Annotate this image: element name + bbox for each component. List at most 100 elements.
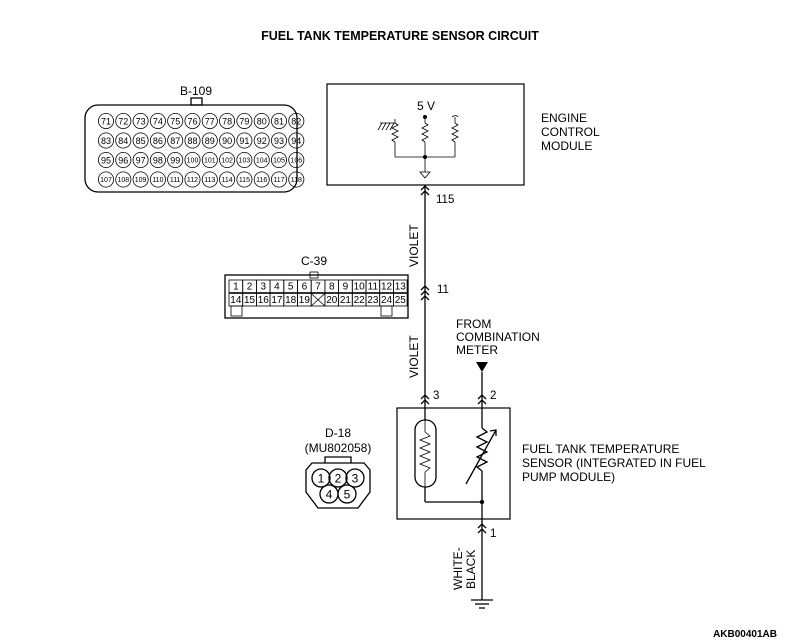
c39-pin-label: 4 xyxy=(274,282,280,293)
b109-pin xyxy=(236,171,253,188)
b109-pin-label: 90 xyxy=(222,136,232,146)
b109-pin xyxy=(236,132,253,149)
b109-pin-label: 79 xyxy=(239,116,249,126)
b109-pin-label: 113 xyxy=(204,177,215,184)
b109-pin-label: 72 xyxy=(118,116,128,126)
b109-pin-label: 74 xyxy=(153,116,163,126)
c39-pin-label: 25 xyxy=(395,295,407,306)
c39-cell xyxy=(392,293,408,307)
b109-pin xyxy=(201,151,218,168)
figure-code: AKB00401AB xyxy=(713,629,777,640)
diagram-title: FUEL TANK TEMPERATURE SENSOR CIRCUIT xyxy=(261,29,539,43)
c39-pin-label: 15 xyxy=(244,295,256,306)
b109-pin xyxy=(201,171,218,188)
ground-icon xyxy=(471,599,493,609)
b109-pin xyxy=(184,132,201,149)
b109-pin xyxy=(270,171,287,188)
c39-pin-label: 2 xyxy=(247,282,253,293)
c39-pin-label: 18 xyxy=(285,295,297,306)
meter-label-line-1: FROM xyxy=(456,317,491,331)
b109-pin-label: 89 xyxy=(205,136,215,146)
b109-pin xyxy=(184,151,201,168)
b109-pin-label: 109 xyxy=(135,177,147,184)
c39-pin-label: 24 xyxy=(381,295,393,306)
c39-pin-label: 17 xyxy=(271,295,283,306)
ecm-label-line-2: CONTROL xyxy=(541,125,600,139)
sensor-label-line-2: SENSOR (INTEGRATED IN FUEL xyxy=(522,456,706,470)
sensor-pin-2: 2 xyxy=(490,390,496,402)
b109-pin xyxy=(288,132,305,149)
b109-pin-label: 73 xyxy=(136,116,146,126)
b109-pin xyxy=(115,171,132,188)
b109-pin xyxy=(270,132,287,149)
b109-pin-label: 82 xyxy=(291,116,301,126)
sensor-pin-3: 3 xyxy=(433,390,439,402)
b109-pin-label: 110 xyxy=(152,177,163,184)
b109-pin-label: 86 xyxy=(153,136,163,146)
b109-pin-label: 91 xyxy=(239,136,249,146)
b109-pin-label: 101 xyxy=(204,157,216,164)
b109-pin xyxy=(149,171,166,188)
b109-pin-label: 112 xyxy=(187,177,198,184)
b109-pin-label: 85 xyxy=(136,136,146,146)
b109-pin xyxy=(288,113,305,130)
b109-pin-label: 83 xyxy=(101,136,111,146)
b109-pin-label: 93 xyxy=(274,136,284,146)
b109-pin-label: 105 xyxy=(273,157,285,164)
c39-pin-label: 12 xyxy=(381,282,393,293)
b109-pin xyxy=(149,132,166,149)
b109-pin-label: 98 xyxy=(153,155,163,165)
b109-pin xyxy=(288,171,305,188)
c39-pin-label: 16 xyxy=(258,295,270,306)
b109-pin-label: 117 xyxy=(273,177,284,184)
c39-pin-label: 5 xyxy=(288,282,294,293)
b109-pin-label: 114 xyxy=(222,177,233,184)
b109-pin-label: 78 xyxy=(222,116,232,126)
b109-pin xyxy=(184,171,201,188)
b109-pin-label: 88 xyxy=(187,136,197,146)
c39-pin-label: 10 xyxy=(354,282,366,293)
c39-pin-label: 6 xyxy=(302,282,308,293)
b109-pin xyxy=(167,151,184,168)
sensor-label-line-1: FUEL TANK TEMPERATURE xyxy=(522,442,679,456)
fuel-tank-temperature-sensor: 3 2 FUEL TANK TEMPERATURE SENSOR (INTEGR… xyxy=(396,390,706,520)
ecm-label-line-3: MODULE xyxy=(541,139,592,153)
b109-pin-label: 77 xyxy=(205,116,215,126)
b109-pin xyxy=(219,132,236,149)
b109-pin-label: 81 xyxy=(274,116,284,126)
b109-pin xyxy=(184,113,201,130)
b109-pin-label: 106 xyxy=(290,157,302,164)
meter-label-line-2: COMBINATION xyxy=(456,330,540,344)
c39-pin-label: 19 xyxy=(299,295,311,306)
b109-pin-label: 80 xyxy=(257,116,267,126)
ground-wire-color-line-1: WHITE- xyxy=(451,547,465,590)
b109-pin xyxy=(167,132,184,149)
b109-id: B-109 xyxy=(180,84,212,98)
b109-pin xyxy=(167,171,184,188)
b109-pin xyxy=(149,151,166,168)
d18-pin xyxy=(311,468,331,488)
b109-pin-label: 76 xyxy=(187,116,197,126)
b109-pin-label: 99 xyxy=(170,155,180,165)
d18-pin-label: 1 xyxy=(318,472,325,486)
b109-pin-label: 104 xyxy=(256,157,268,164)
sensor-pin-1: 1 xyxy=(490,528,496,540)
upper-wire-color: VIOLET xyxy=(407,224,421,267)
b109-pin-label: 111 xyxy=(170,177,181,184)
c39-pin-label: 8 xyxy=(329,282,335,293)
c39-pin-label: 14 xyxy=(230,295,242,306)
b109-pin-label: 71 xyxy=(101,116,111,126)
d18-pin xyxy=(328,468,348,488)
d18-part-number: (MU802058) xyxy=(305,441,372,455)
d18-pin-label: 5 xyxy=(344,488,351,502)
b109-pin-label: 94 xyxy=(291,136,301,146)
b109-pin xyxy=(201,132,218,149)
b109-pin xyxy=(253,132,270,149)
from-combination-meter: FROM COMBINATION METER xyxy=(456,317,540,410)
c39-pin-label: 22 xyxy=(354,295,366,306)
sensor-label-line-3: PUMP MODULE) xyxy=(522,470,615,484)
